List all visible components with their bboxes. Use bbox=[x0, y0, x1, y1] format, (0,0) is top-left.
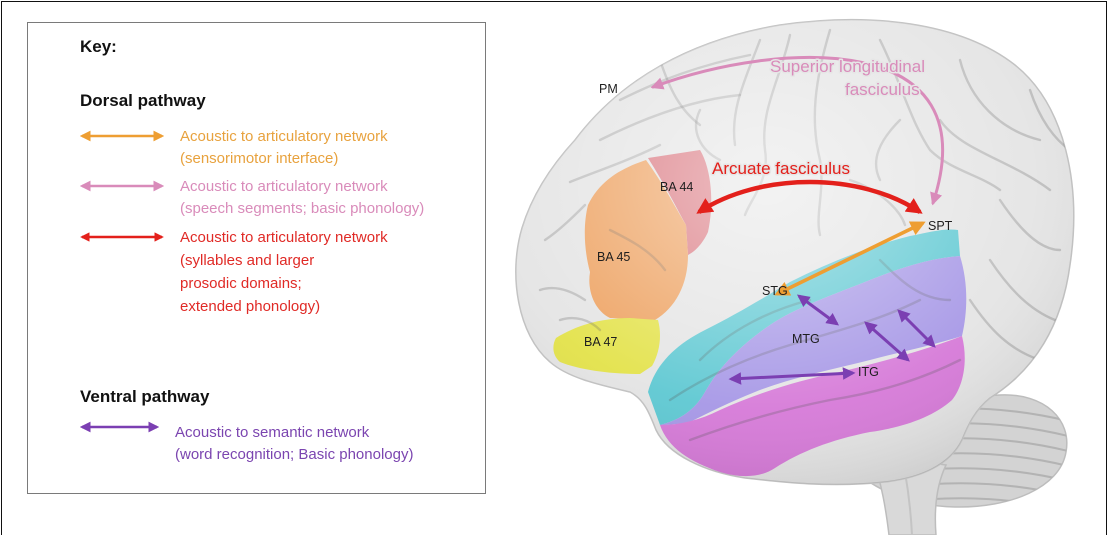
key-item-text: Acoustic to articulatory network bbox=[180, 229, 388, 246]
key-panel bbox=[27, 22, 486, 494]
label-itg: ITG bbox=[858, 365, 879, 379]
ventral-heading: Ventral pathway bbox=[80, 387, 210, 406]
label-arcuate: Arcuate fasciculus bbox=[712, 159, 850, 178]
label-stg: STG bbox=[762, 284, 788, 298]
key-item-text: Acoustic to articulatory network bbox=[180, 178, 388, 195]
slf-arrow bbox=[650, 56, 944, 206]
ventral-arrow-itg bbox=[728, 367, 856, 385]
dorsal-heading: Dorsal pathway bbox=[80, 91, 206, 110]
label-ba45: BA 45 bbox=[597, 250, 630, 264]
label-slf-line2: fasciculus bbox=[845, 80, 920, 99]
key-item-text: extended phonology) bbox=[180, 298, 321, 315]
key-item-text: (sensorimotor interface) bbox=[180, 150, 339, 167]
key-item-text: prosodic domains; bbox=[180, 275, 302, 292]
arcuate-arrow bbox=[696, 179, 923, 214]
label-mtg: MTG bbox=[792, 332, 820, 346]
sensorimotor-arrow bbox=[774, 221, 926, 296]
key-item-text: (word recognition; Basic phonology) bbox=[175, 446, 414, 463]
label-slf-line1: Superior longitudinal bbox=[770, 57, 925, 76]
key-item-text: Acoustic to articulatory network bbox=[180, 128, 388, 145]
ventral-arrow-mtg-itg-b bbox=[897, 309, 936, 348]
key-item-text: (speech segments; basic phonology) bbox=[180, 200, 425, 217]
key-item-text: Acoustic to semantic network bbox=[175, 424, 370, 441]
ventral-arrow-stg-mtg bbox=[796, 294, 840, 326]
label-ba47: BA 47 bbox=[584, 335, 617, 349]
ventral-arrow-mtg-itg-a bbox=[864, 321, 910, 362]
key-title: Key: bbox=[80, 37, 117, 56]
label-pm: PM bbox=[599, 82, 618, 96]
key-item-text: (syllables and larger bbox=[180, 252, 315, 269]
label-spt: SPT bbox=[928, 219, 953, 233]
label-ba44: BA 44 bbox=[660, 180, 693, 194]
